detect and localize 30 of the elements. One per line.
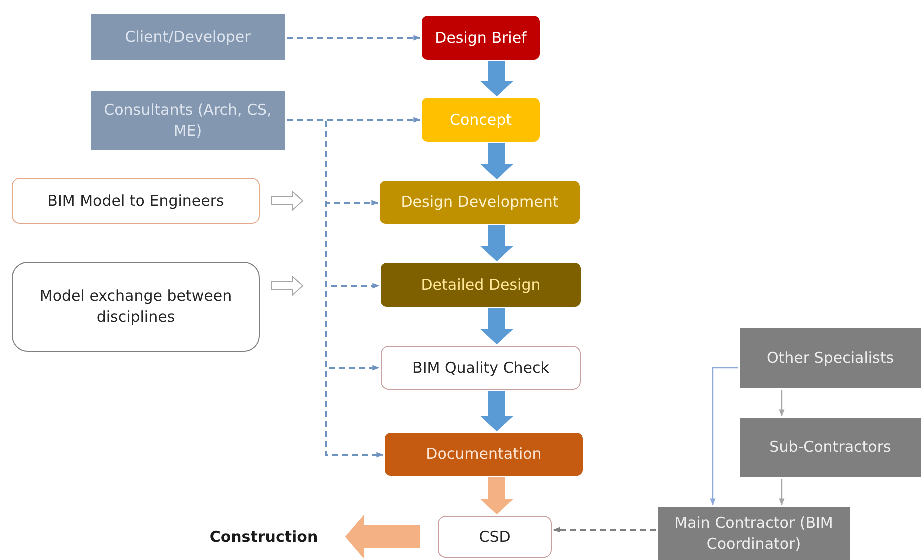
stakeholder-box: Other Specialists [740, 328, 921, 388]
arrow [779, 390, 785, 417]
stakeholder-box: Sub-Contractors [740, 418, 921, 477]
block-arrow [480, 308, 514, 345]
hollow-arrow [272, 276, 304, 296]
stage-box: BIM Quality Check [381, 346, 581, 390]
arrow [779, 479, 785, 506]
block-arrow [480, 62, 514, 97]
block-arrow [480, 478, 514, 515]
note-box: BIM Model to Engineers [12, 178, 260, 224]
stage-box: Design Development [380, 181, 580, 224]
stage-box: Design Brief [422, 16, 540, 60]
stakeholder-box: Main Contractor (BIM Coordinator) [658, 507, 850, 560]
arrow [710, 367, 738, 506]
stage-box: Detailed Design [381, 263, 581, 307]
stage-box: CSD [438, 516, 552, 558]
outcome-label: Construction [200, 522, 328, 552]
hollow-arrow [272, 190, 304, 212]
stage-box: Concept [422, 98, 540, 142]
block-arrow [345, 514, 420, 560]
dashed-arrow [553, 527, 656, 533]
stakeholder-box: Consultants (Arch, CS, ME) [91, 91, 285, 150]
stakeholder-box: Client/Developer [91, 14, 285, 60]
dashed-arrow [287, 35, 421, 41]
dashed-arrow [287, 119, 384, 458]
block-arrow [480, 392, 514, 432]
stage-box: Documentation [385, 433, 583, 476]
block-arrow [480, 226, 514, 262]
block-arrow [480, 144, 514, 180]
note-box: Model exchange between disciplines [12, 262, 260, 352]
